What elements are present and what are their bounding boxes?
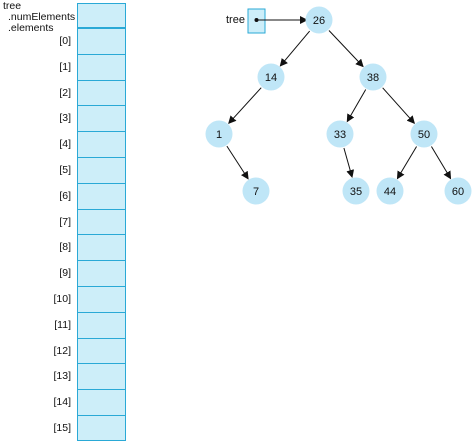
array-index-label: [6]	[59, 190, 71, 202]
array-index-label: [1]	[59, 61, 71, 73]
tree-node-circle	[342, 177, 370, 205]
tree-node: 60	[444, 177, 472, 205]
tree-edge-arrow	[228, 87, 262, 125]
tree-node: 50	[410, 120, 438, 148]
array-index-label: [5]	[59, 164, 71, 176]
array-index-label: [10]	[53, 293, 71, 305]
array-index-label: [12]	[53, 345, 71, 357]
tree-node: 38	[359, 63, 387, 91]
array-element-cell	[77, 389, 126, 416]
tree-node-circle	[242, 177, 270, 205]
tree-edge-arrow	[346, 89, 367, 123]
array-element-cell	[77, 286, 126, 313]
tree-node: 35	[342, 177, 370, 205]
array-index-label: [8]	[59, 241, 71, 253]
tree-node: 7	[242, 177, 270, 205]
array-element-cell	[77, 363, 126, 390]
tree-node-value: 33	[334, 129, 346, 141]
tree-edge-arrow	[328, 30, 364, 68]
tree-node-value: 7	[253, 186, 259, 198]
tree-node: 44	[376, 177, 404, 205]
tree-node-value: 14	[265, 72, 277, 84]
tree-node-value: 38	[367, 72, 379, 84]
tree-node-circle	[410, 120, 438, 148]
tree-node-circle	[376, 177, 404, 205]
array-index-label: [0]	[59, 35, 71, 47]
array-element-cell	[77, 234, 126, 261]
tree-edge-arrow	[396, 146, 418, 180]
tree-node-value: 1	[216, 129, 222, 141]
array-element-cell	[77, 183, 126, 210]
elements-label: .elements	[8, 22, 54, 34]
tree-edge-arrow	[430, 146, 452, 180]
array-element-cell	[77, 338, 126, 365]
array-index-label: [3]	[59, 112, 71, 124]
tree-node-circle	[205, 120, 233, 148]
tree-node-value: 60	[452, 186, 464, 198]
tree-node-circle	[326, 120, 354, 148]
tree-node-circle	[444, 177, 472, 205]
tree-edge-arrow	[382, 87, 415, 124]
array-index-label: [14]	[53, 396, 71, 408]
array-index-label: [9]	[59, 267, 71, 279]
tree-node-value: 35	[350, 186, 362, 198]
array-element-cell	[77, 312, 126, 339]
array-element-cell	[77, 209, 126, 236]
num-elements-label: .numElements	[8, 11, 76, 23]
num-elements-cell	[77, 3, 126, 28]
array-index-label: [4]	[59, 138, 71, 150]
tree-node-circle	[305, 6, 333, 34]
tree-node-circle	[359, 63, 387, 91]
array-index-label: [2]	[59, 87, 71, 99]
tree-edge-arrow	[226, 145, 249, 180]
tree-node-value: 50	[418, 129, 430, 141]
array-index-label: [15]	[53, 422, 71, 434]
tree-node: 26	[305, 6, 333, 34]
tree-node-circle	[257, 63, 285, 91]
array-index-label: [7]	[59, 216, 71, 228]
tree-node: 33	[326, 120, 354, 148]
tree-node: 1	[205, 120, 233, 148]
tree-node-value: 26	[313, 15, 325, 27]
tree-edge-arrow	[343, 147, 355, 179]
tree-pointer-label: tree	[226, 14, 245, 26]
tree-edge-arrow	[279, 30, 311, 67]
tree-node: 14	[257, 63, 285, 91]
array-name-label: tree	[3, 0, 22, 12]
array-element-cell	[77, 105, 126, 132]
array-element-cell	[77, 415, 126, 441]
pointer-dot	[254, 18, 259, 22]
tree-node-value: 44	[384, 186, 396, 198]
array-index-label: [13]	[53, 370, 71, 382]
array-index-label: [11]	[54, 319, 71, 331]
